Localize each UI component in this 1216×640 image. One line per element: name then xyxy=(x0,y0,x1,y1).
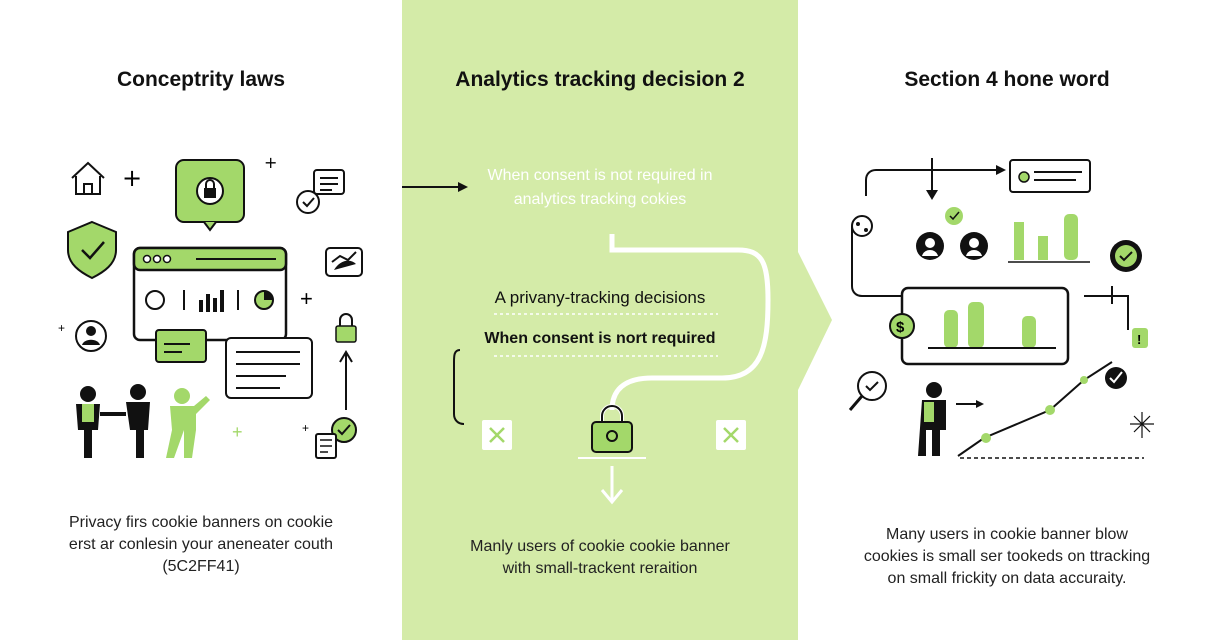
middle-illustration xyxy=(402,182,771,505)
note-line: When consent is not required in xyxy=(487,167,713,184)
caption-line: Privacy firs cookie banners on cookie xyxy=(68,514,334,531)
dollar-icon: $ xyxy=(889,313,915,339)
person-icon xyxy=(918,382,984,456)
user-icon: + xyxy=(58,320,107,352)
svg-text:!: ! xyxy=(1137,332,1141,347)
svg-text:+: + xyxy=(300,286,313,311)
svg-text:+: + xyxy=(122,164,142,192)
panel-section-4: Section 4 hone word xyxy=(798,0,1216,640)
magnifier-icon xyxy=(848,371,887,411)
svg-text:$: $ xyxy=(896,319,905,336)
bar-chart-icon xyxy=(1008,214,1090,263)
x-icon xyxy=(482,420,512,450)
left-illustration: + + + xyxy=(58,153,363,459)
panel-analytics-decision: Analytics tracking decision 2 xyxy=(402,0,798,640)
caption-middle: Manly users of cookie cookie banner with… xyxy=(402,536,798,580)
svg-text:+: + xyxy=(302,421,309,435)
lock-icon xyxy=(578,404,646,459)
checklist-icon xyxy=(296,169,345,214)
decision-bold: When consent is nort required xyxy=(484,330,716,347)
decision-label: A privany-tracking decisions xyxy=(494,288,706,307)
trend-line-icon xyxy=(957,361,1154,459)
panel-title-middle: Analytics tracking decision 2 xyxy=(455,68,745,91)
user-icon xyxy=(851,207,988,260)
lock-icon xyxy=(335,313,357,410)
gear-check-icon xyxy=(1110,240,1142,272)
svg-text:+: + xyxy=(232,422,243,442)
caption-line: Many users in cookie banner blow xyxy=(886,526,1128,543)
house-icon xyxy=(71,161,105,195)
chart-icon xyxy=(199,290,274,312)
x-icon xyxy=(716,420,746,450)
caption-right: Many users in cookie banner blow cookies… xyxy=(798,524,1216,590)
panel-title-right: Section 4 hone word xyxy=(904,68,1110,91)
caption-line: Manly users of cookie cookie banner xyxy=(470,538,730,555)
caption-left: Privacy firs cookie banners on cookie er… xyxy=(0,512,402,578)
caption-line: with small-trackent reraition xyxy=(502,560,698,577)
panel-title-left: Conceptrity laws xyxy=(116,68,286,91)
caption-line: on small frickity on data accuraity. xyxy=(887,570,1127,587)
caption-line: cookies is small ser tookeds on ttrackin… xyxy=(863,548,1151,565)
svg-text:+: + xyxy=(264,153,277,172)
chat-chart-icon: + xyxy=(300,247,363,311)
shield-check-icon xyxy=(67,220,117,280)
panel-privacy-laws: Conceptrity laws + + + xyxy=(0,0,402,640)
down-arrow-icon xyxy=(600,466,624,505)
note-line: analytics tracking cokies xyxy=(513,191,687,208)
lock-icon xyxy=(175,159,245,232)
people-icon: + + xyxy=(76,384,309,458)
right-illustration: $ ! xyxy=(798,158,1154,459)
consent-note: When consent is not required in analytic… xyxy=(402,164,798,212)
svg-text:+: + xyxy=(58,321,65,335)
phone-check-icon xyxy=(315,417,357,459)
caption-line: erst ar conlesin your aneneater couth xyxy=(68,536,334,553)
caption-line: (5C2FF41) xyxy=(162,558,240,575)
